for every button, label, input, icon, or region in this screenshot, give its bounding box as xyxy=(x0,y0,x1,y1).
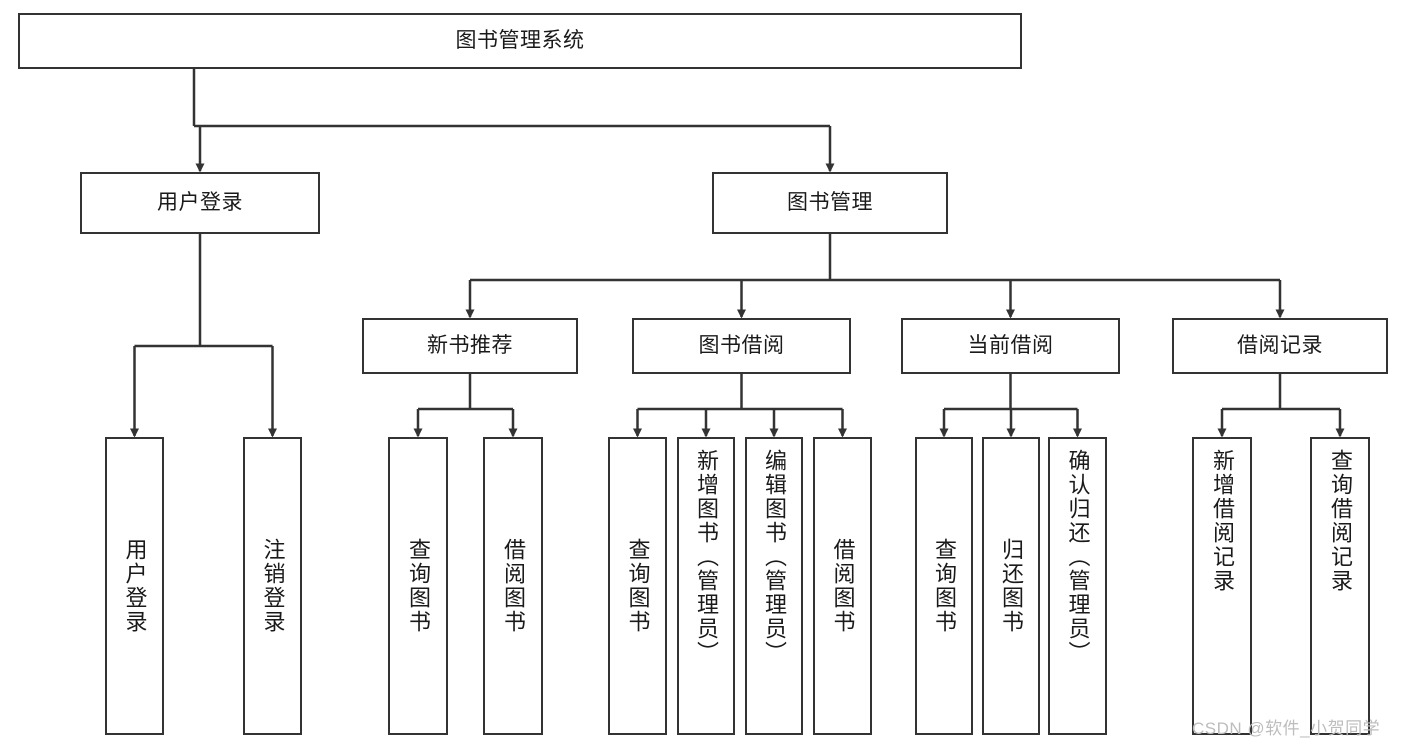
node-l1: 用户登录 xyxy=(105,437,164,735)
node-label: 查询借阅记录 xyxy=(1328,449,1353,593)
node-l5: 查询图书 xyxy=(608,437,667,735)
node-bookmgmt: 图书管理 xyxy=(712,172,948,234)
node-root: 图书管理系统 xyxy=(18,13,1022,69)
node-l3: 查询图书 xyxy=(388,437,448,735)
node-label: 查询图书 xyxy=(932,538,957,634)
node-label: 查询图书 xyxy=(406,538,431,634)
node-l11: 确认归还（管理员） xyxy=(1048,437,1107,735)
node-l8: 借阅图书 xyxy=(813,437,872,735)
node-label: 归还图书 xyxy=(999,538,1024,634)
node-l10: 归还图书 xyxy=(982,437,1040,735)
node-l12: 新增借阅记录 xyxy=(1192,437,1252,735)
node-l4: 借阅图书 xyxy=(483,437,543,735)
node-label: 图书管理 xyxy=(787,190,873,214)
edge-group xyxy=(130,69,1345,438)
node-label: 图书管理系统 xyxy=(455,28,585,52)
node-label: 用户登录 xyxy=(122,538,148,634)
node-label: 查询图书 xyxy=(625,538,651,634)
node-l9: 查询图书 xyxy=(915,437,973,735)
node-borrowbook: 图书借阅 xyxy=(632,318,851,374)
node-label: 新增图书（管理员） xyxy=(694,449,719,665)
node-newbooks: 新书推荐 xyxy=(362,318,578,374)
node-label: 注销登录 xyxy=(260,538,286,634)
node-label: 图书借阅 xyxy=(698,333,785,357)
watermark: CSDN @软件_小贺同学 xyxy=(1192,719,1381,738)
node-l6: 新增图书（管理员） xyxy=(677,437,735,735)
node-l13: 查询借阅记录 xyxy=(1310,437,1370,735)
node-label: 借阅记录 xyxy=(1237,333,1323,357)
node-label: 编辑图书（管理员） xyxy=(762,449,787,665)
node-records: 借阅记录 xyxy=(1172,318,1388,374)
node-label: 新增借阅记录 xyxy=(1210,449,1235,593)
node-current: 当前借阅 xyxy=(901,318,1120,374)
node-login: 用户登录 xyxy=(80,172,320,234)
node-label: 借阅图书 xyxy=(501,538,526,634)
node-l7: 编辑图书（管理员） xyxy=(745,437,803,735)
node-l2: 注销登录 xyxy=(243,437,302,735)
node-label: 当前借阅 xyxy=(967,333,1054,357)
node-label: 借阅图书 xyxy=(830,538,856,634)
node-label: 用户登录 xyxy=(157,190,243,214)
node-label: 新书推荐 xyxy=(427,333,513,357)
node-label: 确认归还（管理员） xyxy=(1065,449,1091,665)
